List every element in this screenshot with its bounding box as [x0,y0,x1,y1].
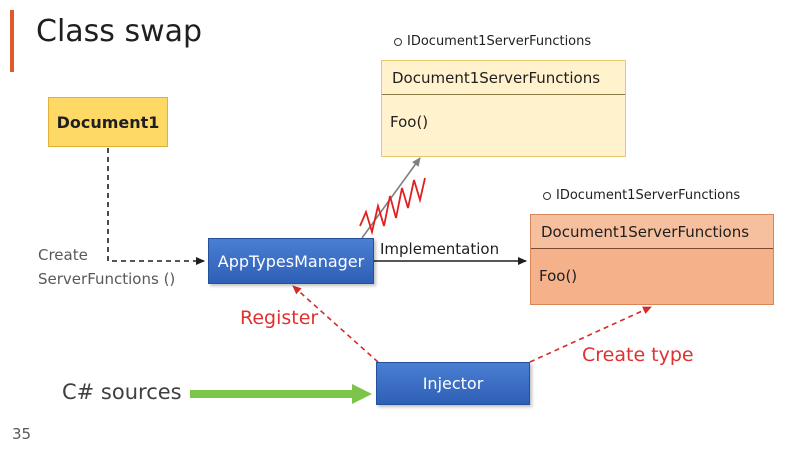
create-serverfunctions-label: Create ServerFunctions () [38,243,175,291]
uml-method: Foo() [390,113,429,131]
sources-arrow-head [352,384,372,404]
interface-label-top: IDocument1ServerFunctions [394,34,591,49]
uml-class-name: Document1ServerFunctions [382,61,625,95]
register-label: Register [240,307,319,329]
uml-class-name: Document1ServerFunctions [531,215,773,249]
injector-node: Injector [376,362,530,405]
strike-zigzag [359,177,426,236]
csharp-sources-label: C# sources [62,380,182,404]
interface-name: IDocument1ServerFunctions [407,34,592,49]
interface-lollipop-icon [394,37,402,46]
uml-class-right: Document1ServerFunctions Foo() [530,214,774,305]
app-types-manager-node: AppTypesManager [208,238,374,284]
document1-node: Document1 [48,97,168,147]
title-accent-bar [10,10,14,72]
page-number: 35 [12,425,32,443]
create-type-arrow [529,306,652,363]
interface-name: IDocument1ServerFunctions [556,188,741,203]
create-type-label: Create type [582,344,694,366]
create-serverfunctions-arrow [107,148,205,265]
implementation-label: Implementation [380,240,500,258]
create-label-line2: ServerFunctions () [38,270,176,288]
uml-class-top: Document1ServerFunctions Foo() [381,60,626,157]
interface-lollipop-icon [543,191,551,200]
register-arrow [292,285,379,363]
slide-title: Class swap [36,14,203,49]
interface-label-right: IDocument1ServerFunctions [543,188,740,203]
create-label-line1: Create [38,246,88,264]
uml-method: Foo() [539,267,578,285]
